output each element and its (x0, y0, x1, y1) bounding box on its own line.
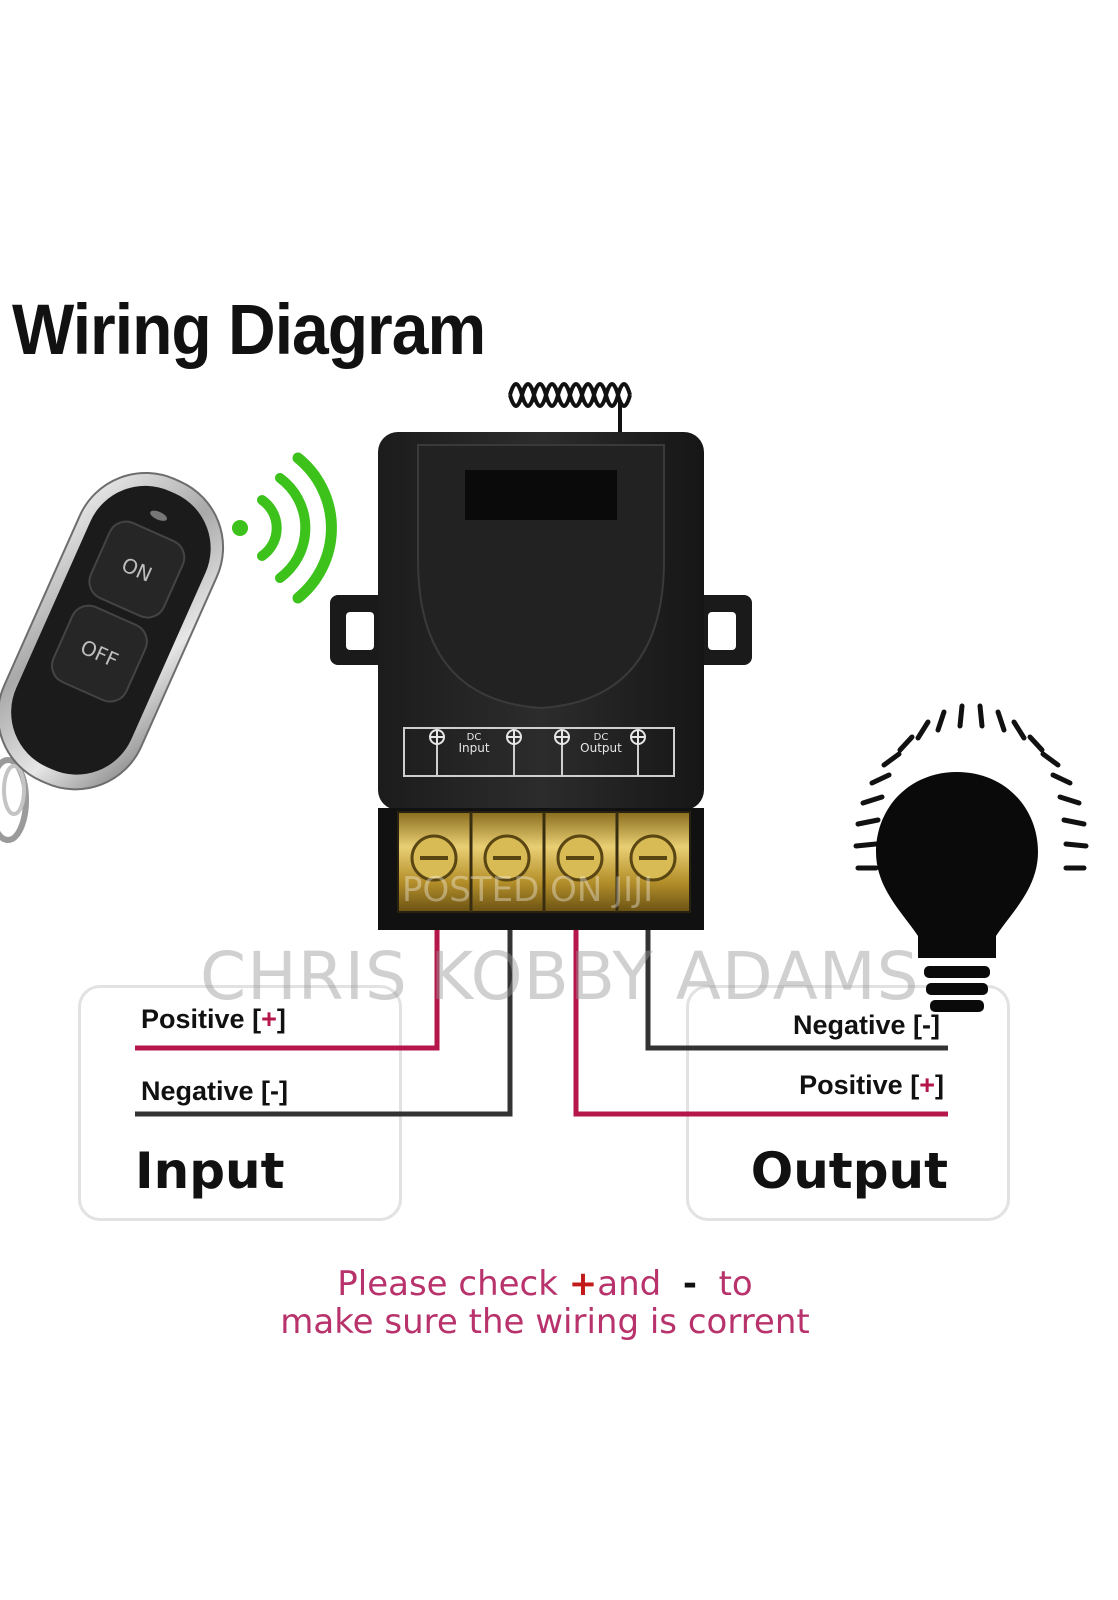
diagram-title: Wiring Diagram (12, 289, 486, 369)
terminal-label-strip: DC Input DC Output (403, 727, 675, 777)
on-button: ON (88, 520, 186, 619)
note-line-2: make sure the wiring is corrent (280, 1302, 810, 1342)
note-plus-sign: + (568, 1264, 598, 1304)
note-line-1: Please check +and - to (0, 1264, 1090, 1304)
watermark: CHRIS KOBBY ADAMS (200, 938, 920, 1015)
note-line1-b: and (597, 1264, 662, 1304)
note-minus-sign: - (682, 1264, 697, 1304)
output-panel (686, 985, 1010, 1221)
output-positive-wire (573, 930, 948, 1117)
terminal-block (378, 808, 704, 930)
terminal-screw-icon (483, 834, 531, 882)
terminal-output-top: DC (594, 732, 609, 743)
input-panel (78, 985, 402, 1221)
input-positive-label: Positive [+] (141, 1004, 286, 1035)
output-title: Output (750, 1142, 948, 1200)
output-positive-label: Positive [+] (799, 1070, 944, 1101)
output-positive-close: ] (935, 1070, 944, 1100)
antenna-coil-icon (508, 382, 632, 435)
input-positive-close: ] (276, 1004, 286, 1034)
output-positive-open: [ (910, 1070, 920, 1100)
light-bulb-icon (853, 703, 1089, 1012)
input-positive-wire (135, 930, 440, 1051)
terminal-screw-icon (629, 834, 677, 882)
output-negative-wire (645, 930, 948, 1051)
input-negative-wire (135, 930, 513, 1117)
note-line1-a: Please check (337, 1264, 558, 1304)
off-button: OFF (50, 604, 148, 703)
posted-watermark: POSTED ON JIJI (402, 870, 654, 910)
terminal-screw-icon (556, 834, 604, 882)
input-title: Input (135, 1142, 285, 1200)
terminal-output-label: Output (580, 741, 622, 755)
terminal-input-top: DC (467, 732, 482, 743)
output-positive-sign: + (919, 1070, 935, 1100)
input-negative-label: Negative [-] (141, 1076, 289, 1106)
wireless-signal-icon (232, 452, 337, 604)
key-ring-icon (0, 757, 29, 843)
terminal-input-label: Input (458, 741, 489, 755)
output-positive-word: Positive (799, 1070, 903, 1100)
input-positive-open: [ (252, 1004, 262, 1034)
input-positive-sign: + (261, 1004, 277, 1034)
remote-control: ON OFF (0, 471, 225, 843)
note-line1-c: to (718, 1264, 753, 1304)
output-negative-label: Negative [-] (792, 1010, 940, 1040)
terminal-screw-icon (410, 834, 458, 882)
receiver-module: DC Input DC Output (330, 382, 752, 930)
input-positive-word: Positive (141, 1004, 245, 1034)
